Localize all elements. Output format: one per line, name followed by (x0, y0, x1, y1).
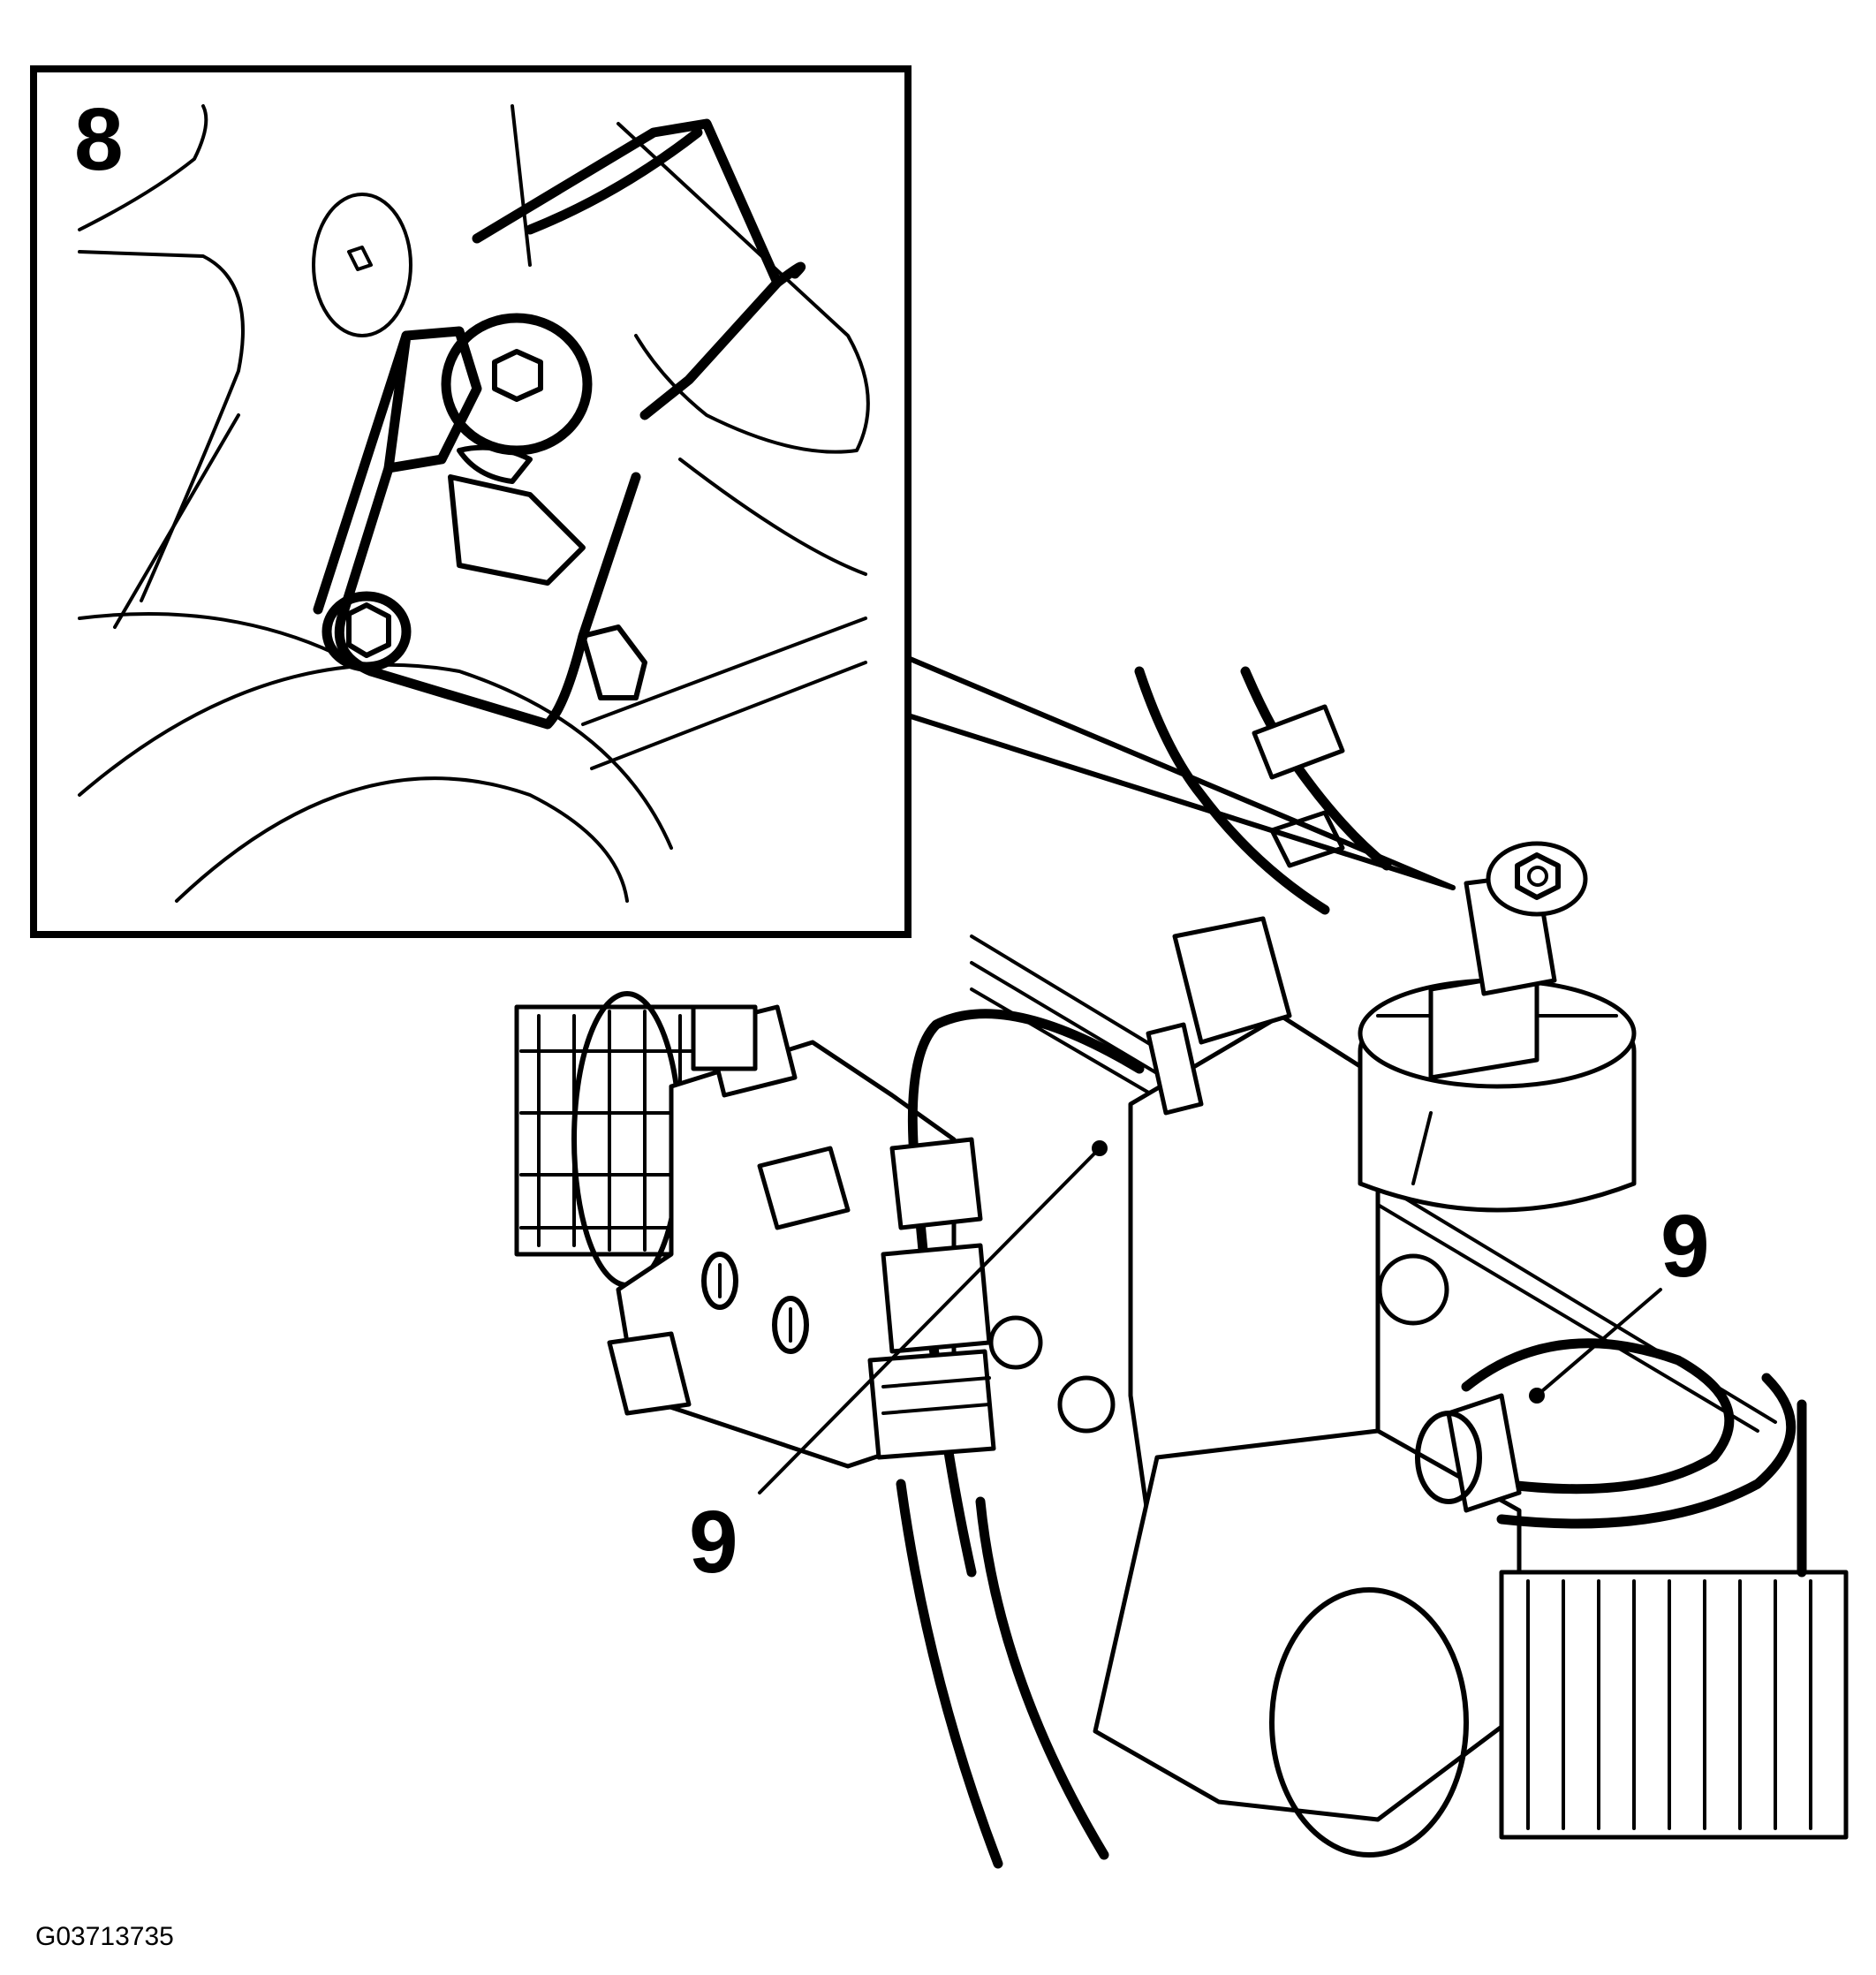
callout-hose-left: 9 (689, 1140, 1108, 1592)
figure-code: G03713735 (35, 1922, 174, 1951)
inset-pointer-upper (905, 655, 1456, 890)
callout-hose-right: 9 (1529, 1197, 1710, 1404)
callout-hose-right-dot (1529, 1388, 1545, 1404)
return-hose-right (1415, 1338, 1797, 1529)
callout-hose-right-number: 9 (1660, 1197, 1710, 1296)
detail-inset: 8 (30, 65, 1456, 938)
pinion-input-shaft (1428, 841, 1588, 1080)
steering-gear-illustration (514, 666, 1849, 1869)
callout-hose-left-leader (758, 1146, 1101, 1494)
right-gear-housing (1093, 1399, 1849, 1858)
callout-hose-left-number: 9 (689, 1493, 738, 1592)
inset-pointer-lower (905, 713, 1456, 890)
callout-hose-right-leader (1535, 1288, 1662, 1397)
callout-hose-left-dot (1092, 1140, 1108, 1156)
feed-pipe (1134, 666, 1392, 915)
inset-step-number: 8 (74, 90, 124, 189)
inset-universal-joint (78, 104, 870, 903)
